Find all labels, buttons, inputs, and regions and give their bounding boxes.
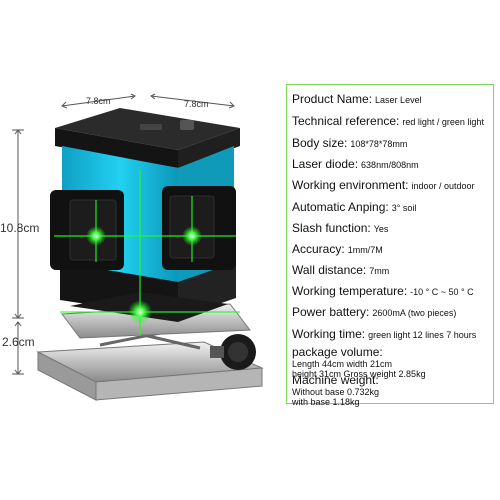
spec-wall-distance: Wall distance:7mm (292, 263, 390, 277)
spec-accuracy: Accuracy:1mm/7M (292, 242, 383, 256)
laser-level-image (12, 93, 264, 401)
spec-power-battery: Power battery:2600mA (two pieces) (292, 305, 457, 319)
dimension-width-left: 7.8cm (86, 96, 111, 106)
spec-laser-diode: Laser diode:638nm/808nm (292, 157, 419, 171)
dimension-height-base: 2.6cm (2, 335, 35, 349)
spec-working-environment: Working environment:indoor / outdoor (292, 178, 475, 192)
laser-device-body (50, 108, 240, 322)
dimension-lines (12, 93, 235, 375)
spec-technical-reference: Technical reference:red light / green li… (292, 114, 484, 128)
spec-working-time: Working time:green light 12 lines 7 hour… (292, 327, 477, 341)
laser-emitter-dots (86, 226, 202, 324)
spec-working-temperature: Working temperature:-10 ° C ~ 50 ° C (292, 284, 474, 298)
product-illustration: 7.8cm 7.8cm 10.8cm 2.6cm (0, 93, 264, 401)
dimension-height-body: 10.8cm (0, 221, 40, 235)
spec-automatic-anping: Automatic Anping:3° soil (292, 200, 417, 214)
spec-package-volume: package volume: Length 44cm width 21cm h… (292, 345, 426, 379)
dimension-width-right: 7.8cm (184, 99, 209, 109)
spec-slash-function: Slash function:Yes (292, 221, 389, 235)
spec-panel: Product Name:Laser Level Technical refer… (286, 84, 494, 407)
spec-product-name: Product Name:Laser Level (292, 92, 422, 106)
spec-machine-weight: Machine weight: Without base 0.732kg wit… (292, 373, 380, 407)
spec-body-size: Body size:108*78*78mm (292, 136, 408, 150)
